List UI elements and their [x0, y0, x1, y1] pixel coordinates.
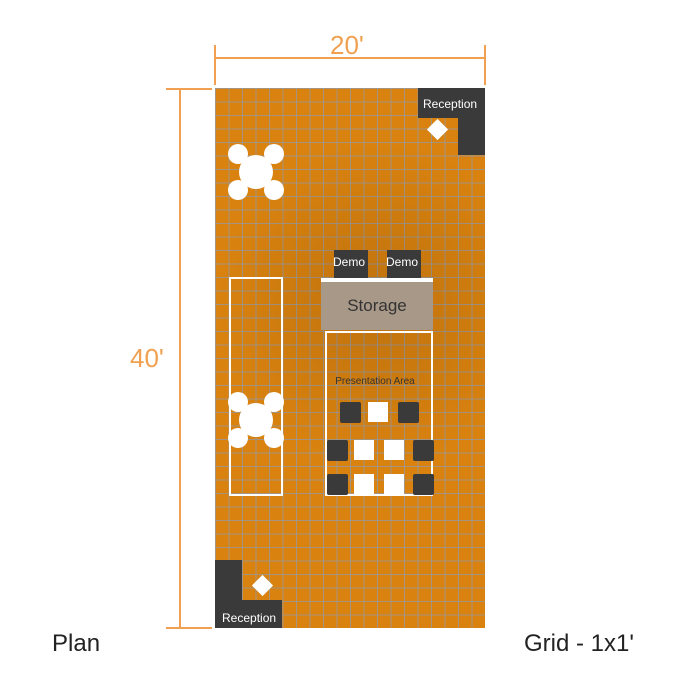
presentation-label: Presentation Area — [335, 376, 415, 387]
grid-scale-label: Grid - 1x1' — [524, 630, 634, 657]
seat — [384, 474, 404, 494]
seat — [413, 474, 434, 495]
extension-line — [484, 45, 486, 85]
extension-line — [166, 88, 212, 90]
seat — [398, 402, 419, 423]
seat — [354, 474, 374, 494]
seat — [340, 402, 361, 423]
seat — [354, 440, 374, 460]
counter-area-outline — [229, 277, 283, 496]
width-label: 20' — [330, 30, 364, 60]
presentation-area-outline — [325, 331, 433, 496]
storage-room: Storage — [321, 282, 433, 330]
reception-counter-side — [458, 118, 485, 155]
plan-title: Plan — [52, 630, 101, 657]
extension-line — [166, 627, 212, 629]
wall — [321, 278, 433, 282]
height-dimension-line — [179, 88, 181, 628]
reception-label: Reception — [423, 97, 478, 111]
seat — [384, 440, 404, 460]
reception-label: Reception — [222, 611, 277, 625]
table-with-chairs — [226, 388, 286, 452]
width-dimension-line — [215, 57, 485, 59]
demo-label: Demo — [386, 255, 419, 269]
table-with-chairs — [226, 140, 286, 204]
demo-station — [334, 250, 368, 278]
seat — [413, 440, 434, 461]
demo-label: Demo — [333, 255, 366, 269]
booth-floor — [215, 88, 485, 628]
demo-station — [387, 250, 421, 278]
reception-counter-bottom — [215, 600, 282, 628]
reception-counter-top — [418, 88, 485, 118]
height-label: 40' — [130, 343, 164, 373]
seat — [327, 474, 348, 495]
seat — [327, 440, 348, 461]
seat — [368, 402, 388, 422]
extension-line — [214, 45, 216, 85]
